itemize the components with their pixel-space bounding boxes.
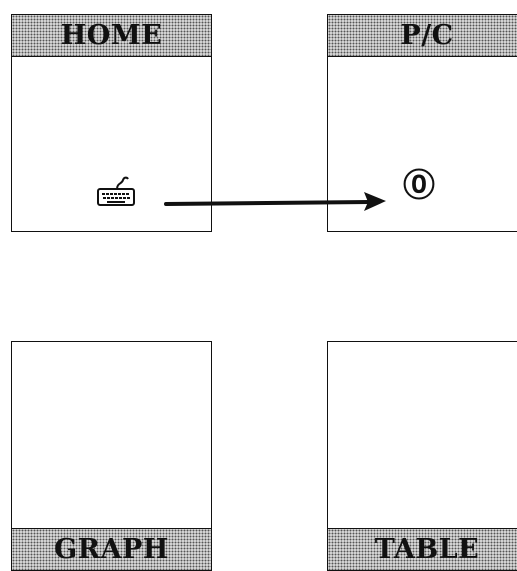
keyboard-icon <box>97 176 135 206</box>
pc-title-bar[interactable]: P/C <box>328 15 517 57</box>
pc-panel[interactable]: P/C ⓪ <box>327 14 517 232</box>
home-panel[interactable]: HOME <box>11 14 212 232</box>
table-title: TABLE <box>374 534 480 565</box>
graph-panel[interactable]: GRAPH <box>11 341 212 571</box>
table-title-bar[interactable]: TABLE <box>328 528 517 570</box>
home-title-bar[interactable]: HOME <box>12 15 211 57</box>
pc-title: P/C <box>400 20 454 51</box>
table-panel[interactable]: TABLE <box>327 341 517 571</box>
graph-title-bar[interactable]: GRAPH <box>12 528 211 570</box>
home-title: HOME <box>60 20 163 51</box>
pc-display-value: ⓪ <box>403 166 436 204</box>
graph-title: GRAPH <box>54 534 169 565</box>
